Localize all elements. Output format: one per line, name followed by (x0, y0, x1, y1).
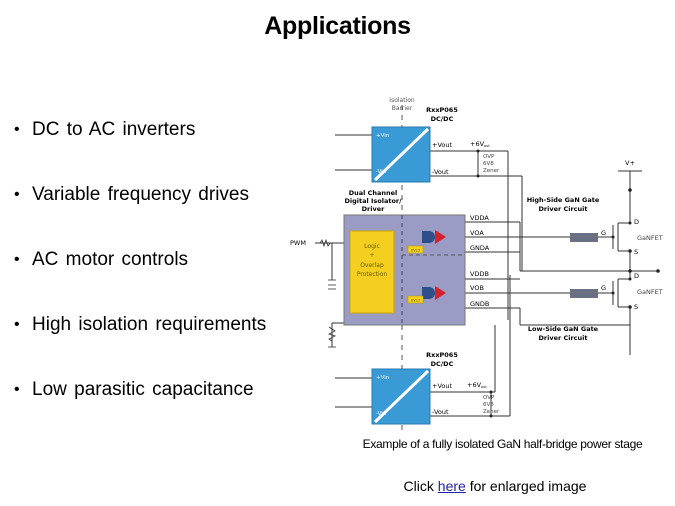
isolation-label: Barrier (392, 105, 413, 112)
gate-resistor-module (570, 289, 598, 298)
and-gate-icon (422, 287, 435, 299)
six-v-label: +6Vout (470, 140, 490, 148)
source-label: S (634, 248, 638, 256)
vout-minus-label: -Vout (432, 168, 449, 176)
ovp-label: OVP (483, 395, 495, 401)
driver-triangle-icon (435, 286, 446, 300)
and-gate-icon (422, 231, 435, 243)
pin-label: VOA (470, 229, 484, 237)
logic-label: Protection (357, 271, 388, 278)
vout-plus-label: +Vout (432, 141, 452, 149)
pin-label: GNDB (470, 300, 489, 308)
gate-label: G (601, 284, 606, 292)
isolator-title: Dual Channel (349, 189, 398, 197)
enlarge-suffix: for enlarged image (469, 478, 587, 494)
half-bridge-diagram: +Vin -Vin +Vin -Vin Isolation Barrier Rx… (280, 85, 675, 435)
bullet-item: • High isolation requirements (14, 313, 266, 378)
high-side-label: High-Side GaN Gate (527, 196, 600, 204)
gate-resistor-module (570, 233, 598, 242)
bullet-item: • Variable frequency drives (14, 183, 266, 248)
resistor-icon (327, 326, 337, 342)
bullet-item: • AC motor controls (14, 248, 266, 313)
six-v-label: +6Vout (467, 381, 487, 389)
bullet-icon: • (14, 316, 20, 333)
pin-label: GNDA (470, 244, 490, 252)
bullet-item: • Low parasitic capacitance (14, 378, 266, 443)
low-side-label: Low-Side GaN Gate (528, 325, 599, 333)
ovp-label: OVP (483, 154, 495, 160)
ovp-label: Zener (483, 168, 500, 174)
ovp-label: 6V8 (483, 402, 494, 408)
figure-caption: Example of a fully isolated GaN half-bri… (362, 437, 643, 451)
dcdc-converter-bottom (371, 368, 431, 425)
dcdc-title: RxxP065 (426, 106, 458, 114)
dcdc-title: RxxP065 (426, 351, 458, 359)
uvlo-label: UVLO (411, 249, 421, 253)
drain-label: D (634, 272, 639, 280)
bullet-icon: • (14, 186, 20, 203)
bullet-icon: • (14, 121, 20, 138)
ganfet-label: GaNFET (637, 234, 663, 242)
isolator-title: Digital Isolator/ (344, 197, 402, 205)
enlarge-prompt: Click here for enlarged image (330, 478, 660, 494)
source-label: S (634, 303, 638, 311)
vplus-label: V+ (625, 159, 635, 167)
circuit-schematic: +Vin -Vin +Vin -Vin Isolation Barrier Rx… (290, 97, 663, 430)
dcdc-title: DC/DC (431, 360, 454, 368)
enlarge-link[interactable]: here (437, 478, 466, 494)
vin-plus-label: +Vin (376, 133, 390, 139)
vin-plus-label: +Vin (376, 375, 390, 381)
pwm-label: PWM (290, 239, 306, 247)
bullet-item: • DC to AC inverters (14, 118, 266, 183)
bullet-list: • DC to AC inverters • Variable frequency … (14, 118, 266, 443)
vout-plus-label: +Vout (432, 382, 452, 390)
logic-label: + (369, 252, 374, 259)
bullet-text: High isolation requirements (32, 314, 267, 335)
drain-label: D (634, 218, 639, 226)
gate-label: G (601, 229, 606, 237)
high-side-label: Driver Circuit (539, 205, 588, 213)
logic-block (349, 230, 395, 314)
bullet-icon: • (14, 251, 20, 268)
ovp-label: Zener (483, 409, 500, 415)
pin-label: VDDA (470, 214, 489, 222)
bullet-text: Variable frequency drives (32, 184, 249, 205)
logic-label: Overlap (360, 262, 384, 269)
pin-label: VOB (470, 284, 484, 292)
dcdc-title: DC/DC (431, 115, 454, 123)
bullet-text: DC to AC inverters (32, 119, 196, 140)
bullet-text: AC motor controls (32, 249, 189, 270)
bullet-text: Low parasitic capacitance (32, 379, 254, 400)
ovp-label: 6V8 (483, 161, 494, 167)
vout-minus-label: -Vout (432, 408, 449, 416)
bullet-icon: • (14, 381, 20, 398)
isolator-title: Driver (362, 205, 385, 213)
slide-title: Applications (264, 12, 411, 40)
dcdc-converter-top (371, 126, 431, 183)
logic-label: Logic (364, 243, 380, 250)
resistor-icon (319, 238, 331, 248)
enlarge-prefix: Click (403, 478, 434, 494)
driver-triangle-icon (435, 230, 446, 244)
pin-label: VDDB (470, 270, 489, 278)
vin-minus-label: -Vin (376, 411, 387, 417)
ganfet-label: GaNFET (637, 288, 663, 296)
low-side-label: Driver Circuit (539, 334, 588, 342)
isolation-label: Isolation (389, 97, 415, 104)
uvlo-label: UVLO (411, 299, 421, 303)
vin-minus-label: -Vin (376, 169, 387, 175)
